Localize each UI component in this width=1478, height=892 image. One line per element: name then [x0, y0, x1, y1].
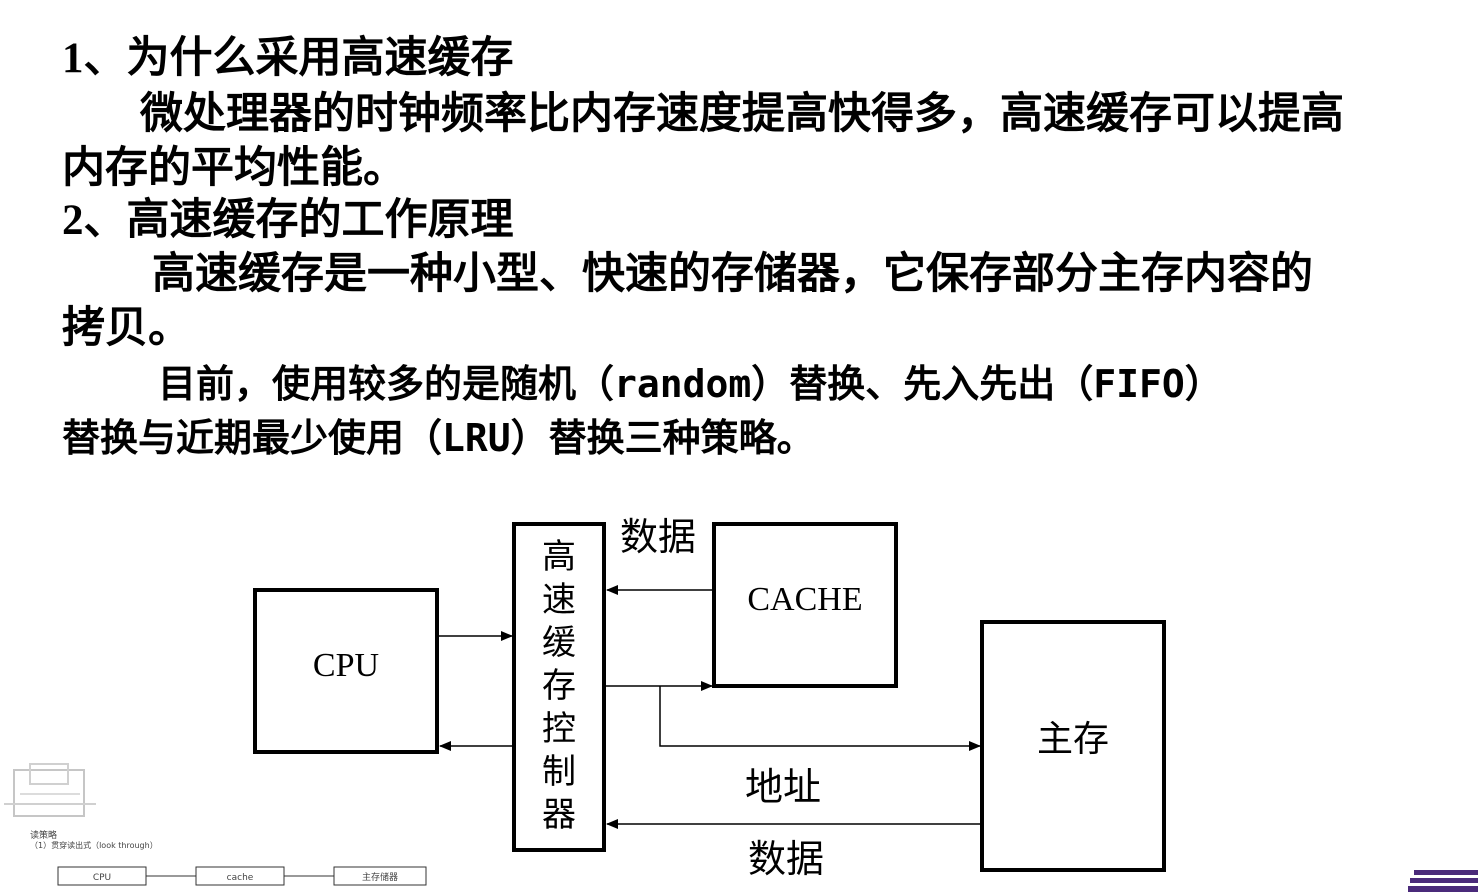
- thumbnail-title: 读策略: [30, 829, 57, 841]
- main-memory-label: 主存: [1037, 719, 1109, 759]
- thumbnail-cache-label: cache: [227, 873, 254, 883]
- heading-2: 2、高速缓存的工作原理: [62, 192, 514, 249]
- paragraph-3-line-2: 替换与近期最少使用（LRU）替换三种策略。: [62, 416, 815, 460]
- controller-char: 存: [542, 667, 576, 705]
- data-label-top: 数据: [620, 517, 696, 559]
- heading-1-text: 、为什么采用高速缓存: [83, 33, 514, 83]
- main-memory-box: [980, 620, 1166, 872]
- controller-char: 速: [542, 582, 576, 619]
- paragraph-3-line-1: 目前，使用较多的是随机（random）替换、先入先出（FIFO）: [158, 362, 1223, 406]
- heading-2-text: 、高速缓存的工作原理: [83, 195, 514, 245]
- paragraph-2-line-2: 拷贝。: [62, 303, 191, 353]
- logo-icon: [1408, 870, 1478, 892]
- thumbnail-subtitle: （1）贯穿读出式（look through）: [30, 840, 158, 850]
- cpu-box: [253, 588, 439, 754]
- thumbnail-main-memory-label: 主存储器: [362, 871, 398, 883]
- paragraph-1-line-2: 内存的平均性能。: [62, 143, 406, 193]
- paragraph-2-line-1: 高速缓存是一种小型、快速的存储器，它保存部分主存内容的: [152, 249, 1313, 299]
- controller-char: 缓: [542, 625, 576, 662]
- thumbnail-slide-icon: [4, 763, 96, 817]
- cpu-label: CPU: [313, 647, 379, 684]
- thumbnail-main-memory-box: [333, 866, 427, 886]
- controller-char: 制: [542, 754, 576, 791]
- thumbnail-cpu-label: CPU: [93, 873, 111, 883]
- heading-1: 1、为什么采用高速缓存: [62, 30, 514, 87]
- controller-char: 器: [542, 797, 576, 834]
- cache-label: CACHE: [747, 581, 862, 618]
- cache-box: [712, 522, 898, 688]
- data-label-bottom: 数据: [748, 839, 824, 881]
- heading-2-number: 2: [62, 197, 84, 244]
- paragraph-1-line-1: 微处理器的时钟频率比内存速度提高快得多，高速缓存可以提高: [140, 89, 1344, 139]
- cache-controller-box: [512, 522, 606, 852]
- controller-char: 控: [542, 710, 576, 748]
- controller-char: 高: [542, 538, 576, 576]
- arrow-address-to-main-memory: [659, 686, 981, 751]
- heading-1-number: 1: [62, 35, 84, 82]
- address-label: 地址: [745, 767, 821, 809]
- thumbnail-slide: 读策略 （1）贯穿读出式（look through） CPU cache 主存储…: [4, 763, 427, 886]
